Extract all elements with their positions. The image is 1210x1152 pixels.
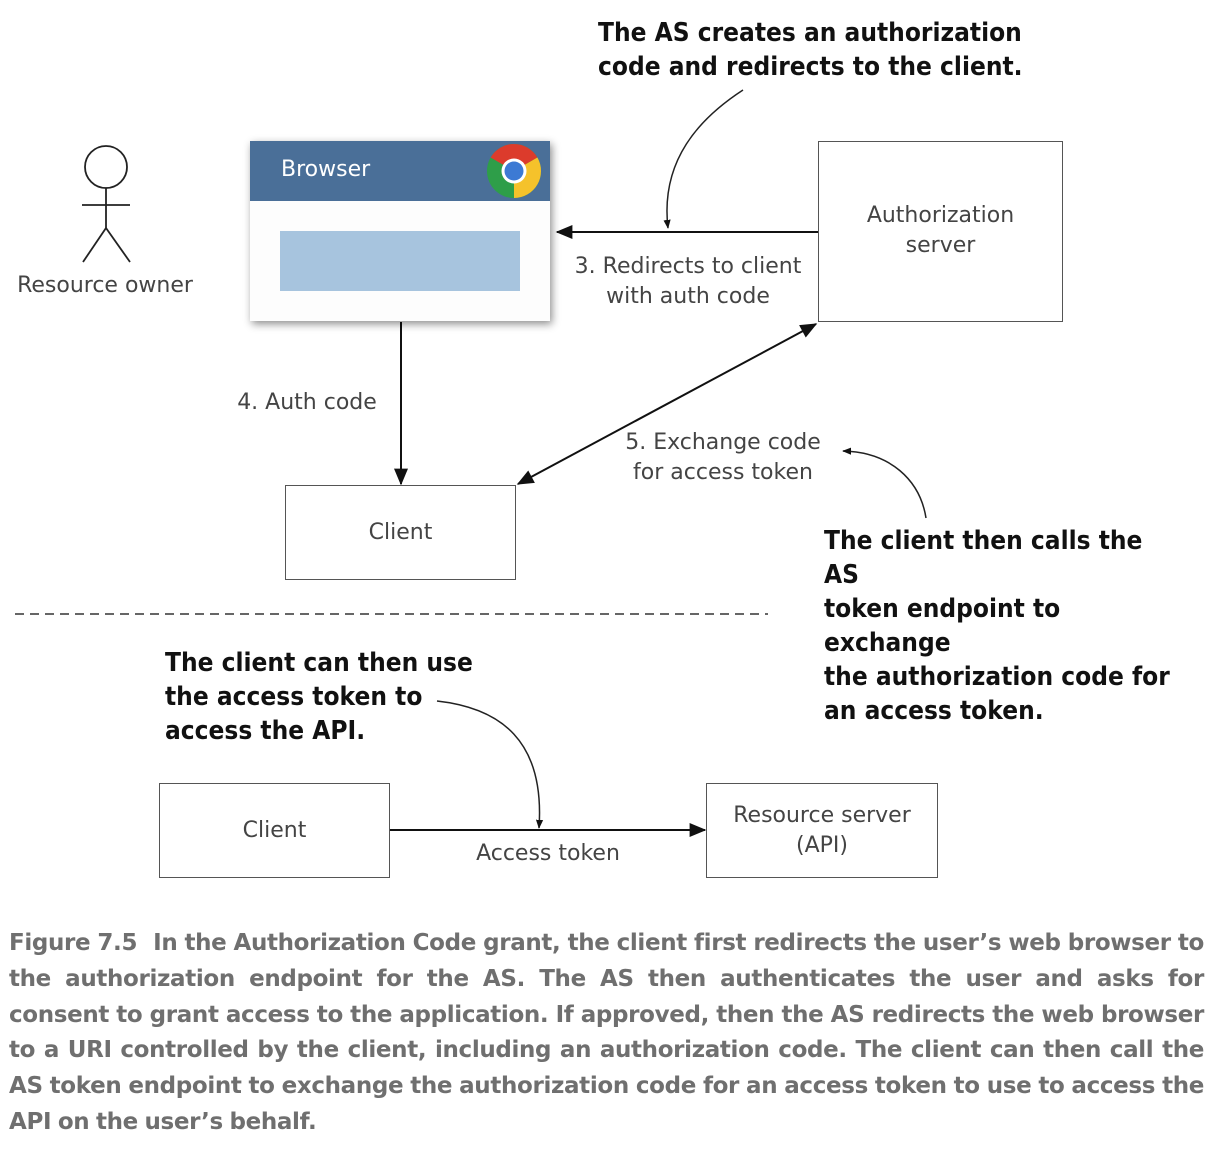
access-token-label: Access token — [476, 841, 620, 866]
browser-title-bar: Browser — [250, 141, 550, 201]
client-box-top: Client — [285, 485, 516, 580]
browser-title: Browser — [281, 157, 371, 182]
annotation-as-creates: The AS creates an authorization code and… — [598, 18, 1023, 82]
authorization-server-box: Authorization server — [818, 141, 1063, 322]
browser-content-field — [280, 231, 520, 291]
redirect-label: 3. Redirects to client with auth code — [574, 254, 802, 309]
resource-server-box: Resource server (API) — [706, 783, 938, 878]
authorization-server-label: Authorization server — [866, 202, 1015, 258]
client-label-bottom: Client — [242, 817, 307, 843]
annotation-client-uses: The client can then use the access token… — [165, 648, 473, 746]
resource-server-label: Resource server (API) — [733, 802, 911, 858]
resource-owner-label: Resource owner — [17, 273, 193, 298]
chrome-icon — [487, 143, 542, 198]
annotation-pointer-as — [663, 89, 744, 229]
client-label-top: Client — [368, 519, 433, 545]
annotation-pointer-api — [436, 700, 544, 829]
auth-code-label: 4. Auth code — [237, 390, 377, 415]
exchange-label: 5. Exchange code for access token — [625, 430, 821, 485]
annotation-pointer-exchange — [842, 447, 927, 519]
resource-owner-icon — [82, 145, 131, 263]
browser-window: Browser — [250, 141, 550, 321]
figure-caption-text: In the Authorization Code grant, the cli… — [9, 930, 1204, 1135]
figure-number: Figure 7.5 — [9, 930, 138, 956]
annotation-client-calls: The client then calls the AS token endpo… — [824, 526, 1170, 726]
client-box-bottom: Client — [159, 783, 390, 878]
exchange-arrow — [516, 323, 818, 485]
